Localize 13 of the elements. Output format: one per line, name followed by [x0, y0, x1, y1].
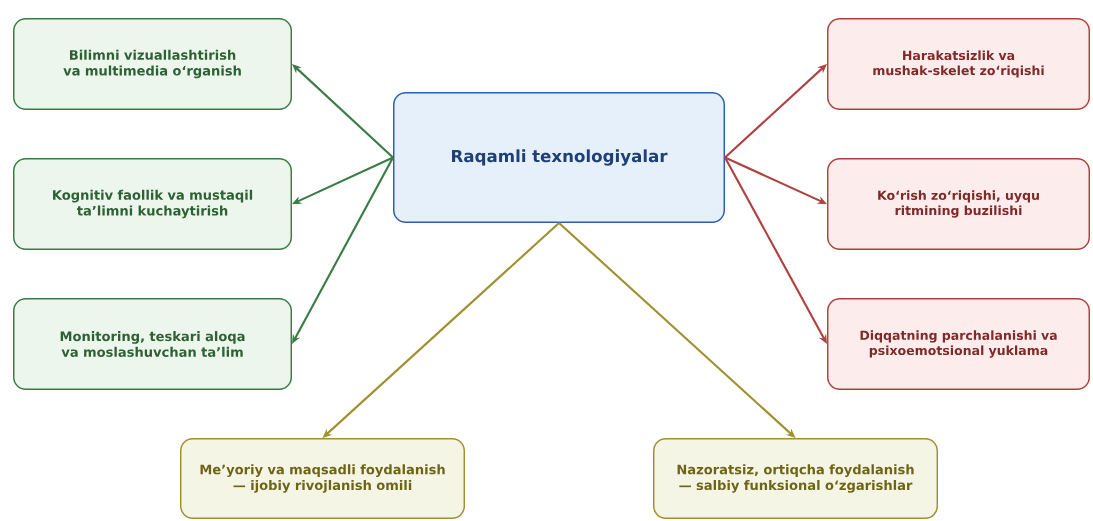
topic-box: Me’yoriy va maqsadli foydalanish — ijobiy rivojlanish omili [180, 438, 465, 519]
topic-box: Diqqatning parchalanishi va psixoemotsional yuklama [827, 298, 1090, 390]
topic-box: Kognitiv faollik va mustaqil ta’limni kuchaytirish [13, 158, 292, 250]
topic-box: Monitoring, teskari aloqa va moslashuvchan ta’lim [13, 298, 292, 390]
topic-box: Nazoratsiz, ortiqcha foydalanish — salbiy funksional o‘zgarishlar [653, 438, 938, 519]
topic-box: Harakatsizlik va mushak-skelet zo‘riqishi [827, 18, 1090, 110]
arrow [292, 64, 394, 159]
topic-box: Ko‘rish zo‘riqishi, uyqu ritmining buzilishi [827, 158, 1090, 250]
center-box: Raqamli texnologiyalar [393, 92, 725, 223]
arrow [724, 157, 827, 344]
arrow [724, 64, 827, 159]
arrow [292, 157, 394, 344]
topic-box: Bilimni vizuallashtirish va multimedia o‘rganish [13, 18, 292, 110]
